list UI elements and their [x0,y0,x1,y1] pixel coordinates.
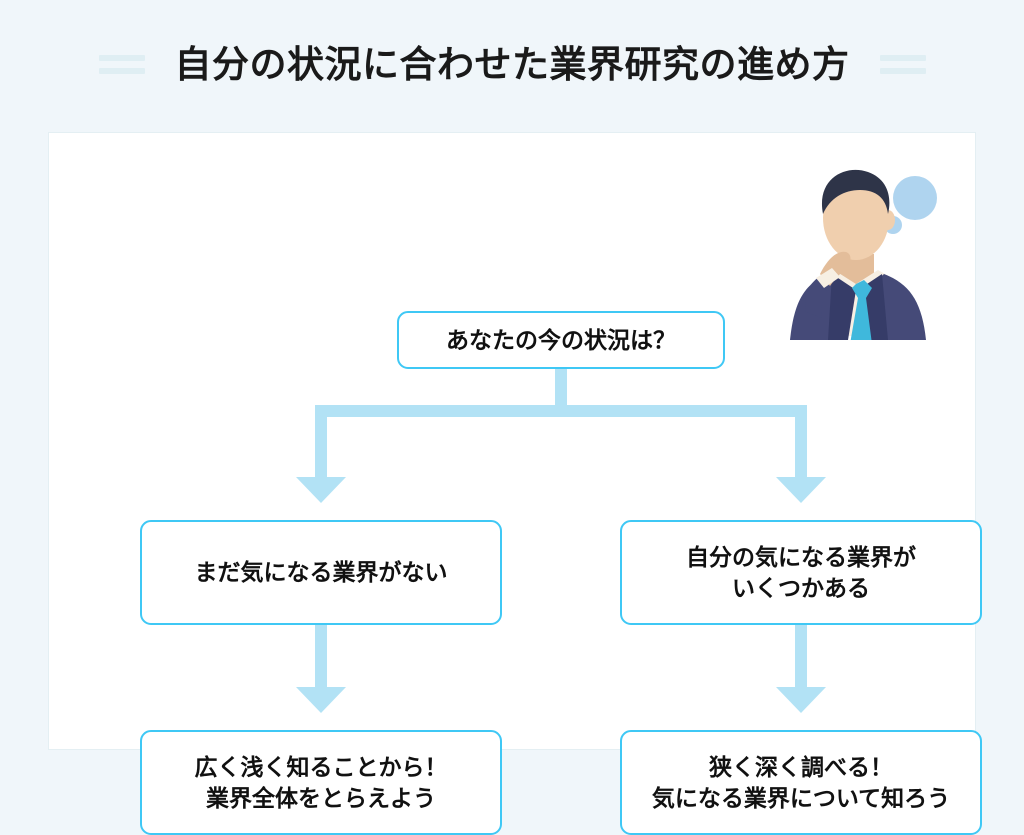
flow-node-root-question: あなたの今の状況は？ [397,311,725,369]
arrow-down-icon-left-1 [296,477,346,503]
connector-left-stem-2 [315,625,327,687]
arrow-down-icon-right-2 [776,687,826,713]
title-decoration-right-icon [879,51,926,77]
connector-right-stem-2 [795,625,807,687]
thinking-businessman-illustration [790,169,937,340]
arrow-down-icon-right-1 [776,477,826,503]
connector-root-stem [555,369,567,407]
flow-node-right-condition: 自分の気になる業界が いくつかある [620,520,982,625]
flowchart-card: あなたの今の状況は？ まだ気になる業界がない 自分の気になる業界が いくつかある… [48,132,982,835]
connector-left-drop [315,405,327,477]
arrow-down-icon-left-2 [296,687,346,713]
connector-right-drop [795,405,807,477]
flow-node-text: 気になる業界について知ろう [651,784,951,811]
page-title: 自分の状況に合わせた業界研究の進め方 [174,43,850,85]
flow-node-right-outcome: 狭く深く調べる！ 気になる業界について知ろう [620,730,982,835]
flow-node-left-outcome: 広く浅く知ることから！ 業界全体をとらえよう [140,730,502,835]
flow-node-left-condition: まだ気になる業界がない [140,520,502,625]
flow-node-text: まだ気になる業界がない [194,559,448,586]
flow-node-text: いくつかある [732,574,870,601]
flow-node-text: 業界全体をとらえよう [206,784,436,811]
title-decoration-left-icon [98,51,145,77]
page-root: 自分の状況に合わせた業界研究の進め方 あなたの今の状況は？ まだ気になる業界がな… [0,34,1024,835]
page-title-row: 自分の状況に合わせた業界研究の進め方 [0,34,1024,94]
connector-horizontal-bar [315,405,807,417]
flow-node-text: あなたの今の状況は？ [446,326,676,353]
flow-node-text: 広く浅く知ることから！ [194,754,448,781]
thought-bubble-large-icon [893,176,937,220]
flow-node-text: 自分の気になる業界が [686,544,916,571]
flow-node-text: 狭く深く調べる！ [709,754,893,781]
